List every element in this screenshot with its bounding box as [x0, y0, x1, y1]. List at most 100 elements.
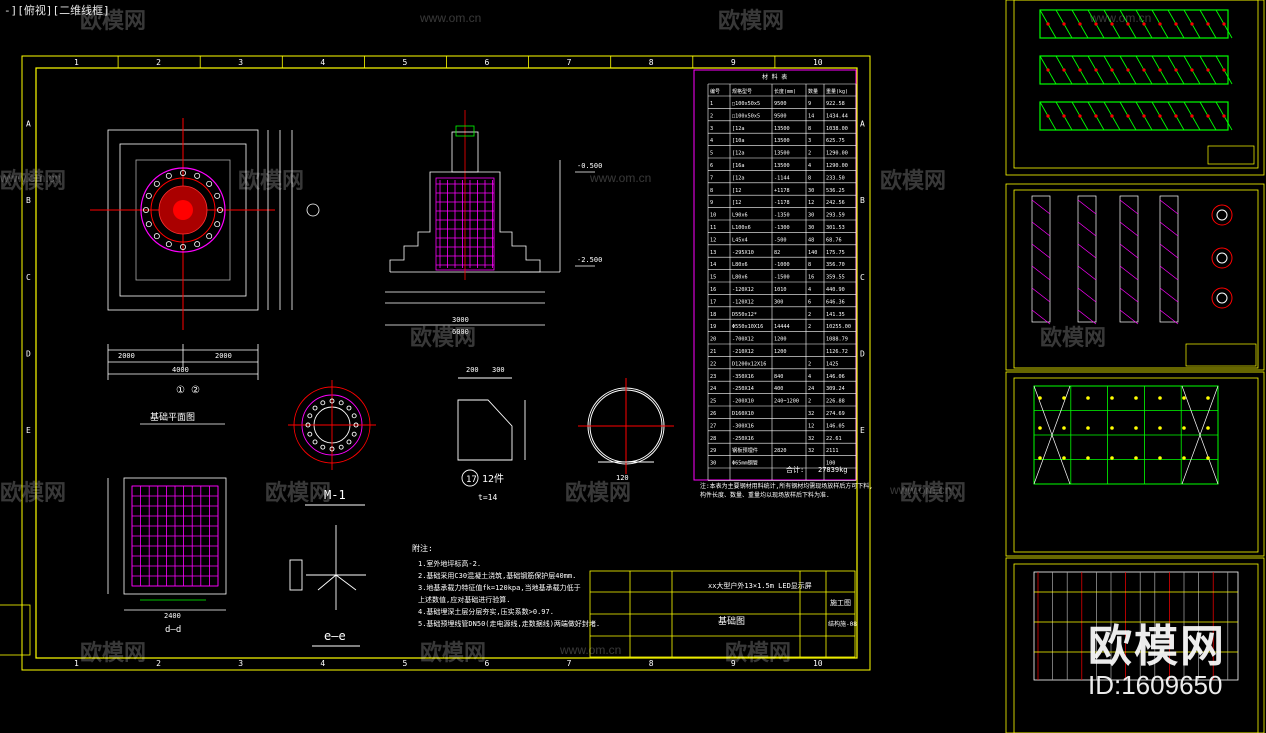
frame-node	[1134, 426, 1138, 430]
bom-cell: 140	[808, 250, 817, 256]
watermark-logo: 欧模网 ID:1609650	[1088, 610, 1226, 701]
anchor-bolt	[179, 169, 186, 176]
column-elevation	[1031, 195, 1051, 323]
bom-cell: 242.56	[826, 200, 845, 206]
bom-cell: 2	[808, 324, 811, 330]
ee-title: e—e	[324, 629, 346, 643]
bom-cell: -200X10	[732, 399, 754, 405]
column-brace	[1031, 243, 1051, 259]
stage-label: 施工图	[830, 598, 851, 607]
bom-cell: 400	[774, 386, 783, 392]
truss-node	[1158, 114, 1162, 118]
bom-cell: 16	[710, 287, 716, 293]
bom-cell: 1038.00	[826, 126, 848, 132]
bom-cell: Φ65mm钢管	[732, 459, 758, 467]
truss-node	[1190, 68, 1194, 72]
bom-cell: 30	[808, 225, 814, 231]
watermark-url: www.om.cn	[1089, 11, 1151, 25]
bom-cell: 68.76	[826, 237, 842, 243]
bom-cell: 840	[774, 374, 783, 380]
bom-cell: 13	[710, 250, 716, 256]
column-brace	[1077, 287, 1097, 303]
bom-cell: [12a	[732, 175, 745, 181]
plate-m1	[288, 380, 376, 470]
frame-node	[1182, 426, 1186, 430]
bom-cell: -1000	[774, 262, 790, 268]
frame-node	[1086, 396, 1090, 400]
bom-cell: 28	[710, 436, 716, 442]
bom-cell: 4	[808, 163, 811, 169]
watermark-text: 欧模网	[0, 168, 66, 194]
bom-cell: L45x4	[732, 237, 748, 243]
bracket-dim1: 200	[466, 366, 479, 374]
anchor-bolt	[194, 172, 201, 179]
column-brace	[1119, 265, 1139, 281]
truss-node	[1094, 114, 1098, 118]
truss-chord	[1039, 9, 1229, 39]
bom-cell: 9	[710, 200, 713, 206]
truss-node	[1222, 68, 1226, 72]
frame-brace	[1181, 385, 1219, 485]
frame-node	[1110, 426, 1114, 430]
bracket-title: 12件	[482, 473, 504, 485]
watermark-brand: 欧模网	[1088, 621, 1226, 672]
frame-number-bottom: 3	[238, 659, 243, 668]
bom-cell: 32	[808, 448, 814, 454]
column-brace	[1119, 243, 1139, 259]
bom-cell: -300X16	[732, 423, 754, 429]
plate-hole	[307, 431, 313, 437]
bom-cell: 1088.79	[826, 337, 848, 343]
bom-cell: 25	[710, 399, 716, 405]
plate-hole	[338, 400, 344, 406]
anchor-bolt	[165, 172, 172, 179]
bom-cell: 12	[710, 237, 716, 243]
plan-title: 基础平面图	[150, 411, 195, 423]
column-brace	[1077, 243, 1097, 259]
bom-cell: 2820	[774, 448, 787, 454]
frame-number: 8	[649, 58, 654, 67]
truss-node	[1142, 68, 1146, 72]
bom-cell: 4	[710, 138, 713, 144]
left-sheet-fragment	[0, 604, 31, 656]
watermark-text: 欧模网	[80, 640, 146, 666]
plan-dim-b: 2000	[215, 352, 232, 360]
watermark-url: www.om.cn	[559, 643, 621, 657]
truss-node	[1062, 114, 1066, 118]
anchor-bolt	[142, 206, 149, 213]
notes-block: 附注: 1.室外地坪标高-2.2.基础采用C30混凝土浇筑,基础钢筋保护层40m…	[412, 543, 600, 628]
anchor-bolt	[179, 243, 186, 250]
column-elevation	[1119, 195, 1139, 323]
bom-cell: 13500	[774, 163, 790, 169]
bom-cell: 3	[710, 126, 713, 132]
bom-cell: 274.69	[826, 411, 845, 417]
frame-node	[1110, 396, 1114, 400]
bom-cell: -1178	[774, 200, 790, 206]
column-brace	[1077, 221, 1097, 237]
note-line: 4.基础埋深土层分层夯实,压实系数>0.97.	[418, 607, 554, 616]
frame-plan	[1033, 385, 1219, 485]
plate-title: M-1	[324, 488, 346, 502]
bom-cell: [12a	[732, 126, 745, 132]
frame-letter-right: D	[860, 349, 865, 358]
watermark-url: www.om.cn	[0, 171, 61, 185]
bom-cell: 30	[808, 188, 814, 194]
bom-cell: -1350	[774, 213, 790, 219]
watermark-text: 欧模网	[420, 640, 486, 666]
plate-hole	[353, 422, 359, 428]
column-brace	[1031, 265, 1051, 281]
bom-cell: -1500	[774, 275, 790, 281]
viewport-label[interactable]: -][俯视][二维线框]	[4, 4, 110, 17]
truss-node	[1046, 68, 1050, 72]
mini-title-block	[1185, 343, 1257, 367]
frame-node	[1038, 426, 1042, 430]
bom-column-header: 重量(kg)	[826, 88, 848, 95]
note-line: 3.地基承载力特征值fk=120kpa,当地基承载力低于	[418, 583, 581, 592]
frame-number: 9	[731, 58, 736, 67]
bracket-num: 17	[466, 475, 477, 485]
bom-cell: □100x50x5	[732, 113, 760, 119]
anchor-bolt	[153, 233, 160, 240]
column-brace	[1077, 309, 1097, 325]
bom-cell: 301.53	[826, 225, 845, 231]
anchor-bolt	[153, 180, 160, 187]
